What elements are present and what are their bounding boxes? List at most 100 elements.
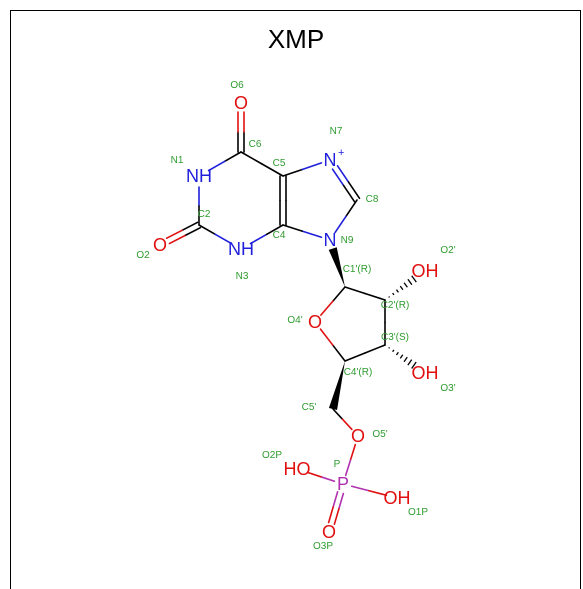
- bond-line-1-half-b: [327, 506, 334, 524]
- atom-name-C5p: C5': [302, 402, 317, 413]
- hash-stroke: [407, 278, 413, 286]
- bond-C2-O2: [165, 221, 202, 245]
- hash-stroke: [411, 361, 417, 369]
- hash-stroke: [399, 285, 404, 291]
- hash-stroke: [388, 347, 390, 349]
- bond-C3p-C4p: [344, 344, 386, 362]
- atom-name-C4p: C4'(R): [344, 367, 373, 378]
- atom-name-O3p: O3': [440, 383, 455, 394]
- bond-line-half-a: [345, 199, 358, 218]
- atom-symbol-O2p: OH: [412, 261, 439, 281]
- bond-line-half-a: [240, 151, 263, 165]
- atom-symbol-O2P: HO: [284, 459, 311, 479]
- atom-name-N7: N7: [330, 126, 343, 137]
- atom-name-C2p: C2'(R): [381, 300, 410, 311]
- bond-C4p-O4p: [319, 328, 346, 362]
- bond-line-2-half-b: [347, 181, 361, 200]
- bond-line-half-a: [320, 476, 336, 483]
- atom-symbol-O1P: OH: [384, 488, 411, 508]
- hash-stroke: [392, 292, 395, 296]
- bond-line-half-a: [332, 286, 346, 302]
- atom-name-N3: N3: [236, 271, 249, 282]
- bond-C8-N9: [334, 199, 358, 234]
- atom-name-O1P: O1P: [408, 507, 428, 518]
- atom-name-N1: N1: [171, 155, 184, 166]
- atom-name-C5: C5: [273, 158, 286, 169]
- bond-line-1-half-a: [181, 221, 199, 232]
- bond-line-half-a: [331, 344, 346, 362]
- bond-line-half-a: [301, 230, 323, 239]
- bond-C6-C5: [240, 151, 284, 177]
- bond-line-half-b: [319, 328, 334, 346]
- bond-O5p-P: [344, 443, 357, 477]
- atom-symbol-O2: O: [153, 235, 167, 255]
- atom-symbol-O3P: O: [322, 522, 336, 542]
- bond-line-half-a: [223, 151, 242, 163]
- atom-name-C3p: C3'(S): [381, 332, 409, 343]
- bond-C1p-O4p: [320, 286, 346, 316]
- atom-name-C8: C8: [366, 194, 379, 205]
- atom-symbol-N9: N: [324, 230, 337, 250]
- bond-P-O3P: [327, 490, 345, 526]
- hash-stroke: [392, 349, 395, 353]
- wedge-bond: [328, 361, 345, 411]
- atom-name-O6: O6: [230, 80, 244, 91]
- molecule-title: XMP: [268, 24, 324, 54]
- bond-C6-N1: [207, 151, 242, 172]
- hash-stroke: [395, 351, 399, 356]
- bond-line-half-b: [207, 160, 226, 172]
- bond-line-half-b: [261, 163, 284, 177]
- bond-C5p-O5p: [332, 408, 353, 431]
- atom-symbol-O3p: OH: [412, 363, 439, 383]
- atom-symbol-O6: O: [234, 93, 248, 113]
- bond-line-half-b: [334, 215, 347, 234]
- hash-stroke: [399, 354, 404, 359]
- atom-name-C6: C6: [249, 139, 262, 150]
- atom-name-N9: N9: [341, 235, 354, 246]
- bond-line-1-half-a: [332, 490, 339, 508]
- bond-C5-N7: [282, 162, 323, 177]
- atom-symbol-N1: NH: [186, 166, 212, 186]
- bond-line-half-b: [320, 300, 334, 316]
- bond-P-O1P: [350, 485, 388, 497]
- bond-C4-C5: [279, 175, 287, 226]
- bond-line-half-a: [344, 286, 366, 295]
- hash-stroke: [403, 356, 408, 363]
- bond-line-half-b: [282, 224, 304, 232]
- atom-name-C4: C4: [273, 230, 286, 241]
- bond-line-half-a: [198, 224, 217, 236]
- atom-name-O2: O2: [136, 250, 150, 261]
- bond-C2p-O2p: [388, 275, 417, 298]
- bond-C6-O6: [237, 111, 245, 153]
- atom-name-O4p: O4': [287, 315, 302, 326]
- bond-line-half-a: [332, 408, 344, 420]
- hash-stroke: [403, 282, 408, 288]
- bond-layer: [165, 111, 417, 526]
- bond-line-half-a: [282, 168, 304, 177]
- hash-stroke: [395, 289, 399, 293]
- bond-C1p-N9: [328, 247, 345, 287]
- bond-C1p-C2p: [344, 286, 386, 301]
- bond-line-half-a: [349, 443, 357, 461]
- atom-symbol-N3: NH: [228, 239, 254, 259]
- hash-stroke: [407, 359, 413, 366]
- bond-line-2-half-b: [333, 508, 340, 526]
- atom-name-O5p: O5': [372, 429, 387, 440]
- bond-C2-N3: [198, 224, 233, 245]
- bond-line-half-b: [306, 471, 322, 478]
- wedge-bond: [328, 247, 345, 287]
- bond-N9-C4: [282, 224, 323, 239]
- atom-name-C2: C2: [198, 209, 211, 220]
- bond-line-1-half-a: [331, 168, 345, 187]
- bond-line-half-a: [364, 344, 386, 354]
- bond-line-half-b: [368, 489, 388, 497]
- atom-charge-N7: +: [338, 147, 344, 159]
- bond-line-half-b: [364, 292, 386, 301]
- bond-line-half-a: [350, 485, 370, 492]
- atom-symbol-N7: N: [324, 150, 337, 170]
- atom-name-C1p: C1'(R): [343, 264, 372, 275]
- bond-line-2-half-a: [336, 164, 350, 183]
- bond-N3-C4: [249, 224, 284, 245]
- atom-symbol-O5p: O: [351, 426, 365, 446]
